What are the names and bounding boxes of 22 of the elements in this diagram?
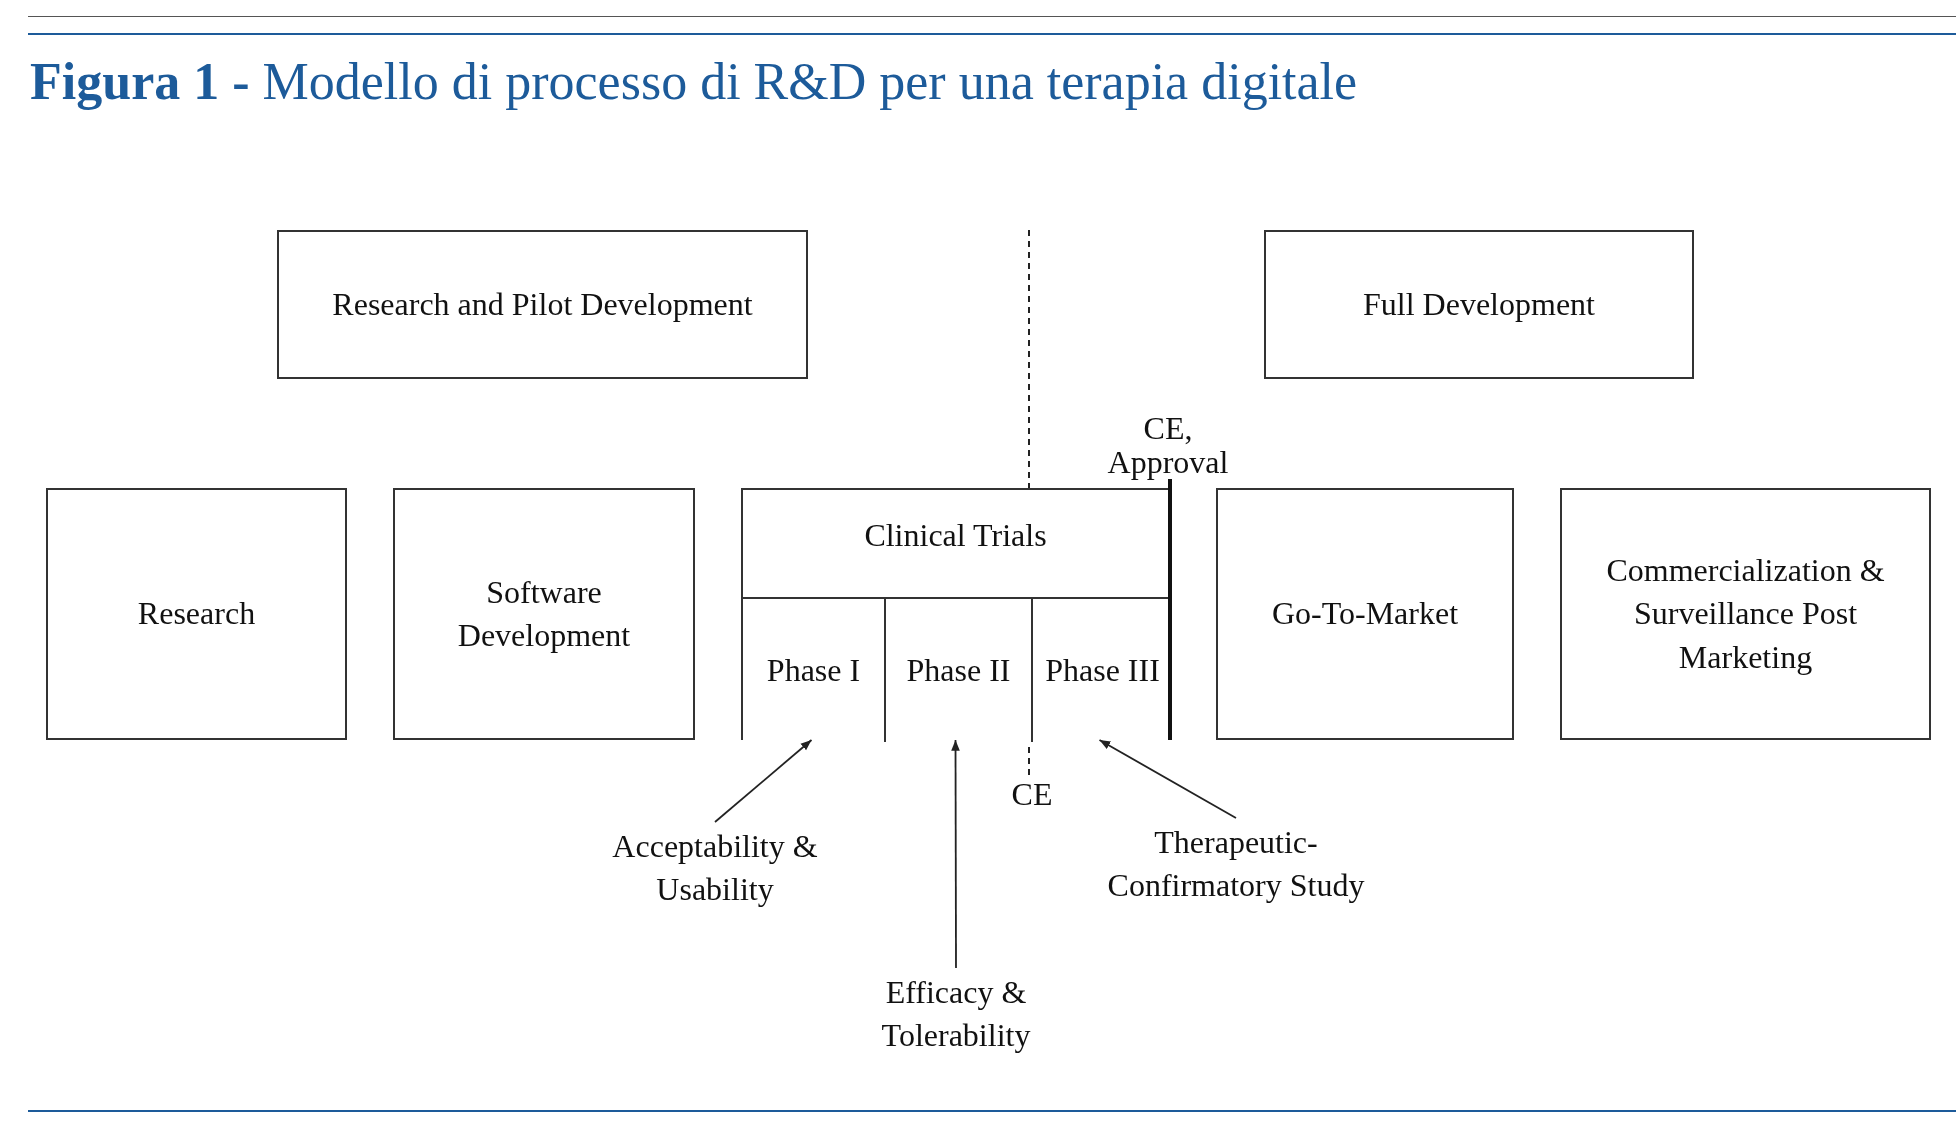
arrow [951,739,960,969]
phase-box [884,597,1031,742]
box-label: Full Development [1362,284,1596,324]
process-box [393,488,695,740]
process-box [46,488,347,740]
box-label: Research and Pilot Development [331,284,754,324]
box-label: Phase III [1044,650,1161,690]
box-label: Phase I [765,650,862,690]
process-box [1264,230,1694,379]
box-label: Commercialization & Surveillance Post Marketing [1605,551,1886,677]
box-label: Go-To-Market [1270,594,1460,634]
box-label: Phase II [905,650,1012,690]
figure-title: Figura 1 - Modello di processo di R&D per una terapia digitale [30,52,1358,111]
process-box [1560,488,1931,740]
box-label: Research [136,594,257,634]
arrow [714,739,813,823]
clinical-trials-box [741,488,1170,740]
phase-box [743,597,884,742]
process-box [1216,488,1514,740]
arrow [1098,739,1237,819]
box-label: Software Development [456,572,632,655]
process-box [277,230,808,379]
